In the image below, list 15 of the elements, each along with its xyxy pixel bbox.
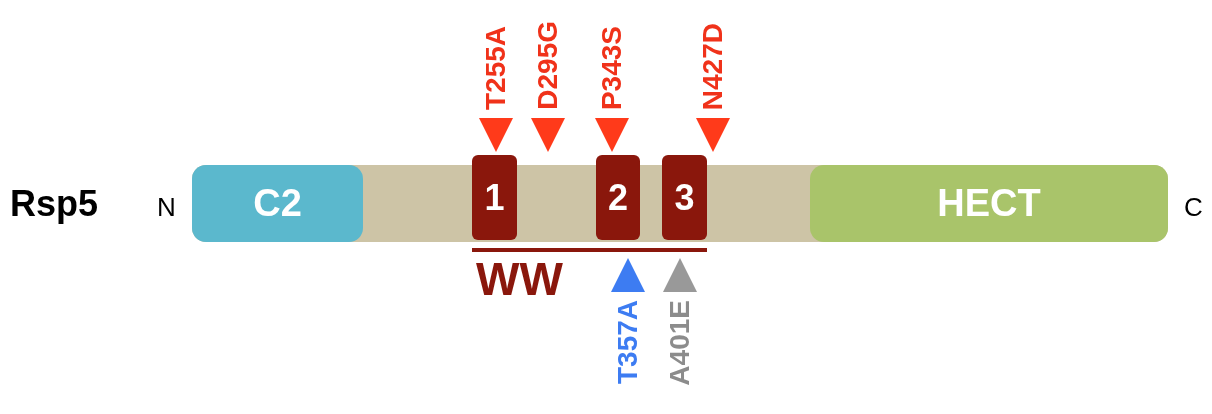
mutation-label: T357A xyxy=(614,300,642,385)
mutation-label: P343S xyxy=(598,26,626,111)
domain-group-label: WW xyxy=(476,256,563,302)
n-terminus-label: N xyxy=(157,194,176,220)
c2-domain: C2 xyxy=(192,165,363,242)
c-terminus-label: C xyxy=(1184,194,1203,220)
protein-name: Rsp5 xyxy=(10,186,99,222)
ww-domain: 1 xyxy=(472,155,517,240)
hect-domain: HECT xyxy=(810,165,1168,242)
mutation-label: A401E xyxy=(666,300,694,386)
ww-domain: 2 xyxy=(596,155,640,240)
mutation-label: N427D xyxy=(699,23,727,111)
ww-domain: 3 xyxy=(662,155,707,240)
mutation-label: D295G xyxy=(534,21,562,110)
mutation-label: T255A xyxy=(482,26,510,111)
